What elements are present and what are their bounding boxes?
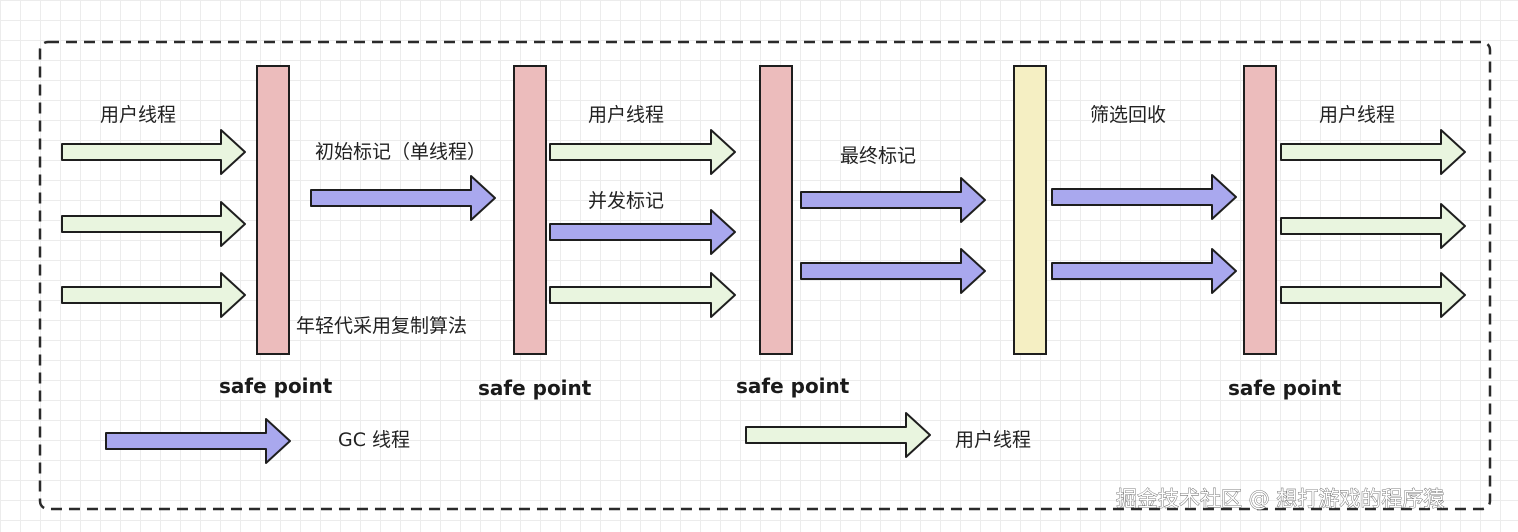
legend-gc-arrow: [105, 418, 291, 464]
gc-arrow-initial-mark: [310, 175, 496, 221]
user-arrow-3b: [1280, 203, 1466, 249]
gc-arrow-recycle-1: [1051, 174, 1237, 220]
user-arrow-2b: [549, 272, 736, 318]
legend-user-arrow: [745, 412, 931, 458]
safepoint-label-3: safe point: [736, 374, 850, 398]
safepoint-bar-2: [513, 65, 547, 355]
user-arrow-3a: [1280, 129, 1466, 175]
label-young-gen: 年轻代采用复制算法: [296, 315, 467, 337]
label-initial-mark: 初始标记（单线程）: [315, 141, 486, 163]
label-filter-recycle: 筛选回收: [1090, 104, 1166, 126]
recycle-bar: [1013, 65, 1047, 355]
user-arrow-1b: [61, 201, 246, 247]
label-user-thread-2: 用户线程: [588, 104, 664, 126]
safepoint-bar-3: [759, 65, 793, 355]
label-user-thread-3: 用户线程: [1319, 104, 1395, 126]
user-arrow-1a: [61, 129, 246, 175]
legend-user-thread-label: 用户线程: [955, 429, 1031, 451]
label-user-thread-1: 用户线程: [100, 104, 176, 126]
watermark: 掘金技术社区 @ 想打游戏的程序猿: [1116, 487, 1444, 511]
safepoint-bar-1: [256, 65, 290, 355]
arrows-layer: [61, 129, 1466, 464]
gc-arrow-recycle-2: [1051, 248, 1237, 294]
safepoint-bar-4: [1243, 65, 1277, 355]
user-arrow-1c: [61, 272, 246, 318]
label-final-mark: 最终标记: [840, 145, 916, 167]
user-arrow-2a: [549, 129, 736, 175]
label-concurrent-mark: 并发标记: [588, 190, 664, 212]
gc-arrow-concurrent-mark: [549, 209, 736, 255]
user-arrow-3c: [1280, 272, 1466, 318]
gc-arrow-final-mark-1: [800, 177, 986, 223]
safepoint-label-4: safe point: [1228, 376, 1342, 400]
gc-arrow-final-mark-2: [800, 248, 986, 294]
safepoint-label-1: safe point: [219, 374, 333, 398]
legend-gc-thread-label: GC 线程: [338, 429, 410, 451]
safepoint-label-2: safe point: [478, 376, 592, 400]
